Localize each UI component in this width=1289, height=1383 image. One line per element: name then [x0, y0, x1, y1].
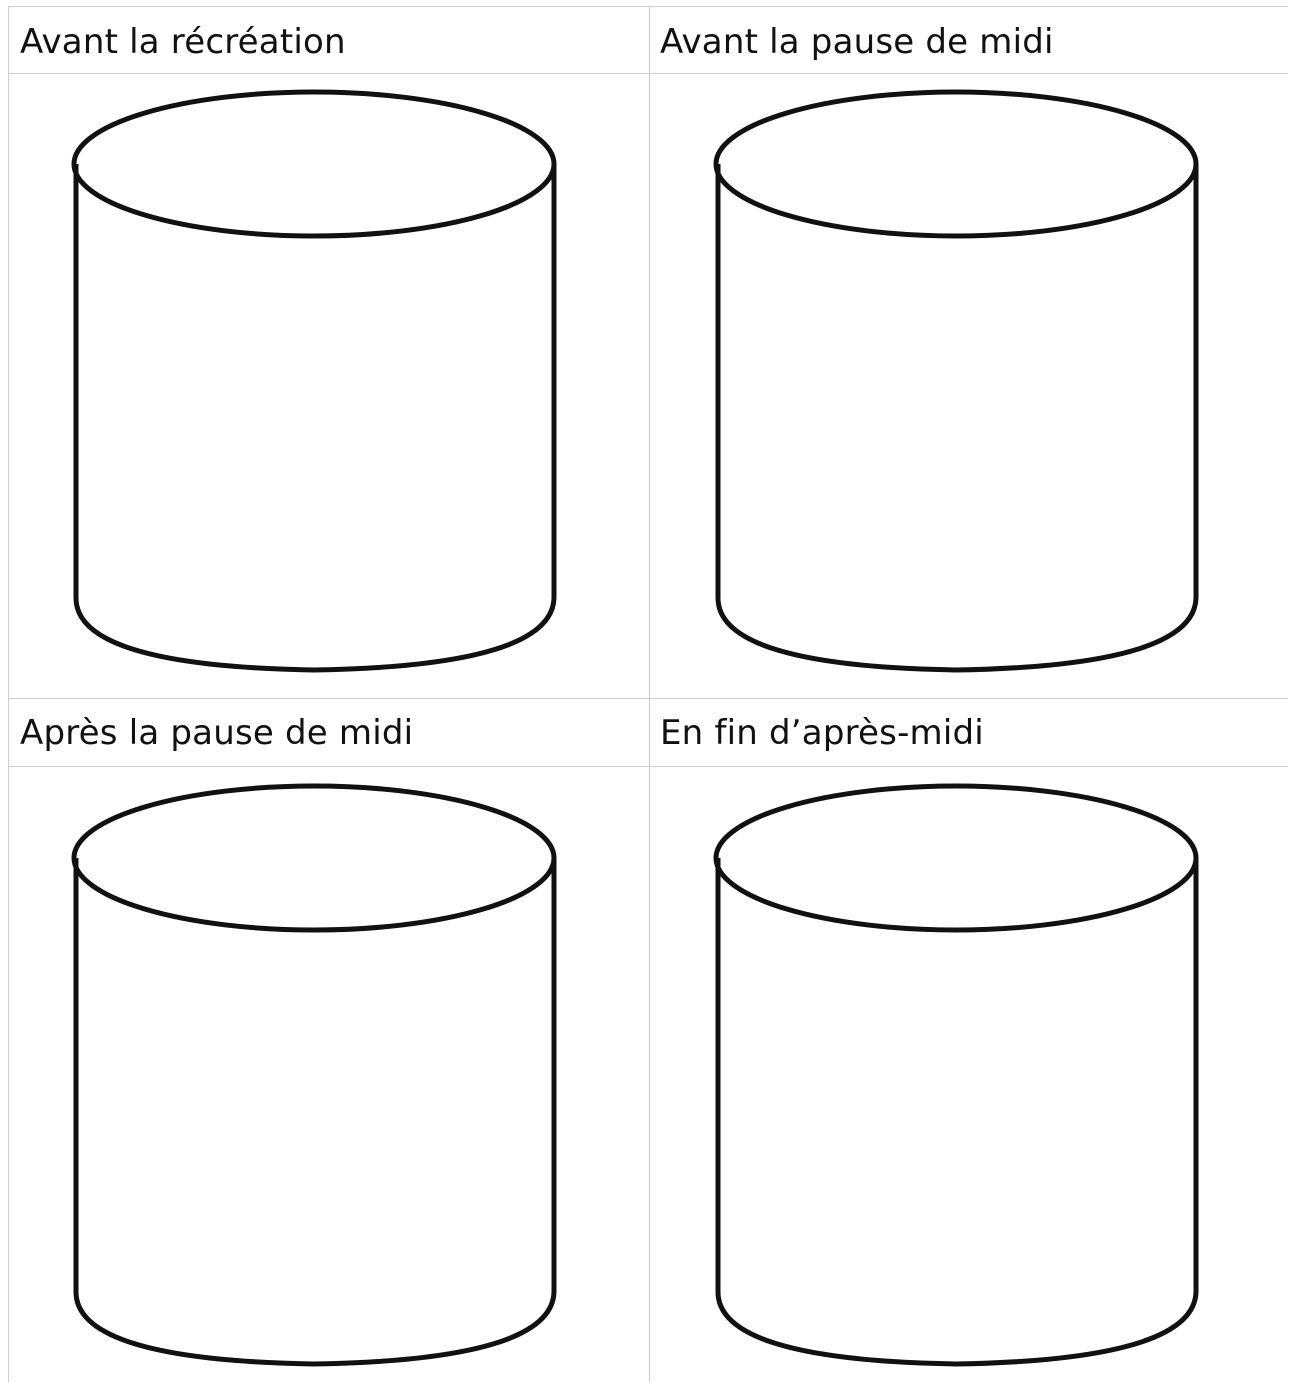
cylinder-icon [712, 88, 1212, 678]
cell-label-after-lunch: Après la pause de midi [20, 713, 413, 753]
grid-line [649, 7, 650, 1382]
cylinder-icon [70, 782, 570, 1372]
cylinder-icon [712, 782, 1212, 1372]
cell-label-end-afternoon: En fin d’après-midi [660, 713, 984, 753]
cell-label-before-recess: Avant la récréation [20, 22, 346, 62]
cell-label-before-lunch: Avant la pause de midi [660, 22, 1054, 62]
cylinder-icon [70, 88, 570, 678]
